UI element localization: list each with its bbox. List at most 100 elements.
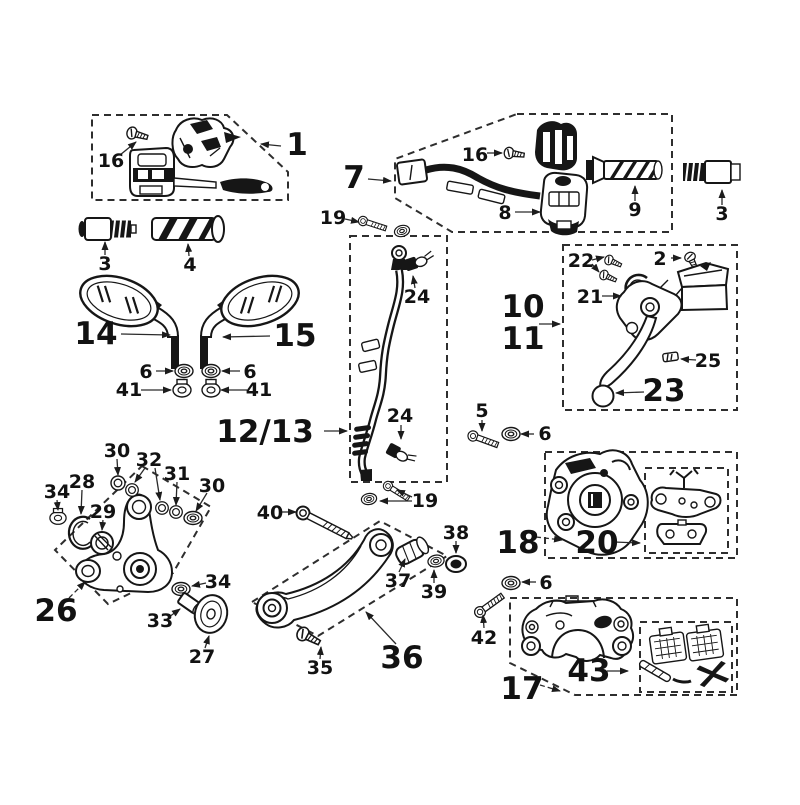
washer-39: [426, 553, 446, 569]
callout-39: 39: [421, 581, 447, 603]
group-box-1: [91, 114, 289, 201]
master-cylinder-assembly: [591, 249, 730, 408]
callout-30: 30: [104, 440, 130, 462]
brake-pad-2: [685, 623, 725, 662]
washer-6-mid: [501, 426, 521, 442]
group-box-18: [544, 451, 738, 559]
callout-17: 17: [500, 671, 543, 707]
washer-6-mirror-right: [201, 363, 221, 379]
leader-22: [591, 263, 600, 273]
leader-34: [191, 580, 207, 588]
leader-32: [154, 467, 163, 501]
callout-11: 11: [501, 321, 544, 357]
leader-42: [480, 614, 488, 629]
leader-25: [680, 356, 697, 364]
bolt-5: [465, 428, 501, 451]
callout-15: 15: [273, 318, 316, 354]
banjo-bolt-19-top: [356, 214, 388, 234]
leader-14: [120, 331, 171, 339]
callout-3: 3: [98, 253, 111, 275]
callout-9: 9: [628, 199, 641, 221]
callout-24: 24: [404, 286, 430, 308]
callout-28: 28: [69, 471, 95, 493]
callout-36: 36: [380, 640, 423, 676]
group-box-17: [509, 597, 738, 696]
pad-retainer-set: [650, 468, 722, 545]
leader-24: [410, 275, 418, 289]
caliper-bracket: [545, 449, 649, 556]
callout-18: 18: [496, 525, 539, 561]
leader-4: [185, 243, 193, 257]
callout-35: 35: [307, 657, 333, 679]
leader-30: [195, 492, 208, 512]
hose-clamp-24-upper: [402, 250, 437, 273]
leader-26: [68, 581, 86, 599]
callout-16: 16: [462, 144, 488, 166]
callout-3: 3: [715, 203, 728, 225]
group-box-36: [249, 519, 450, 638]
leader-29: [99, 519, 107, 531]
leader-1: [260, 141, 282, 149]
leader-32: [134, 467, 146, 483]
screw-16-left: [124, 125, 150, 144]
callout-41: 41: [246, 379, 272, 401]
leader-27: [203, 635, 210, 649]
right-switch-assembly: [395, 121, 589, 236]
nut-41-right: [201, 378, 221, 398]
group-box-10-11: [562, 244, 738, 411]
leader-30: [114, 458, 121, 476]
leader-16: [119, 141, 137, 156]
washer-19-top: [392, 223, 412, 239]
callout-14: 14: [74, 316, 117, 352]
callout-16: 16: [98, 150, 124, 172]
callout-40: 40: [257, 502, 283, 524]
callout-19: 19: [412, 490, 438, 512]
callout-5: 5: [475, 400, 488, 422]
callout-42: 42: [471, 627, 497, 649]
brake-pad-1: [648, 626, 688, 665]
bushing-37: [395, 536, 430, 565]
callout-38: 38: [443, 522, 469, 544]
callout-20: 20: [575, 525, 618, 561]
callout-37: 37: [385, 570, 411, 592]
brake-hose-assembly: [352, 214, 437, 507]
ring-30-a: [110, 475, 126, 491]
nut-34-left: [49, 507, 67, 525]
ring-32-b: [155, 501, 169, 515]
callout-6: 6: [538, 423, 551, 445]
callout-6: 6: [243, 361, 256, 383]
pad-spring: [696, 660, 730, 688]
callout-10: 10: [501, 289, 544, 325]
callout-31: 31: [164, 463, 190, 485]
callout-6: 6: [539, 572, 552, 594]
callout-24: 24: [387, 405, 413, 427]
leader-33: [168, 608, 181, 618]
callout-21: 21: [577, 286, 603, 308]
washer-6-caliper: [501, 575, 521, 591]
callout-30: 30: [199, 475, 225, 497]
ring-32-a: [125, 483, 139, 497]
leader-23: [615, 389, 645, 397]
callout-32: 32: [136, 449, 162, 471]
leader-36: [365, 611, 397, 645]
leader-17: [539, 684, 561, 693]
leader-28: [77, 489, 85, 515]
leader-20: [613, 539, 641, 547]
callout-8: 8: [498, 202, 511, 224]
brake-lever-23: [599, 314, 658, 392]
circlip-28: [67, 515, 93, 550]
brake-pad-kit: [638, 623, 730, 688]
screw-22-lower: [597, 268, 619, 286]
knuckle-assembly: [49, 475, 229, 634]
group-box-43: [639, 621, 733, 693]
leader-31: [172, 481, 180, 506]
callout-2: 2: [653, 248, 666, 270]
washer-19-bottom: [359, 491, 379, 507]
left-switch-assembly: [124, 117, 273, 197]
pad-clip: [672, 677, 692, 684]
grip-left: [151, 215, 225, 243]
pivot-pin-25: [662, 351, 679, 363]
ring-30-b: [183, 510, 203, 526]
